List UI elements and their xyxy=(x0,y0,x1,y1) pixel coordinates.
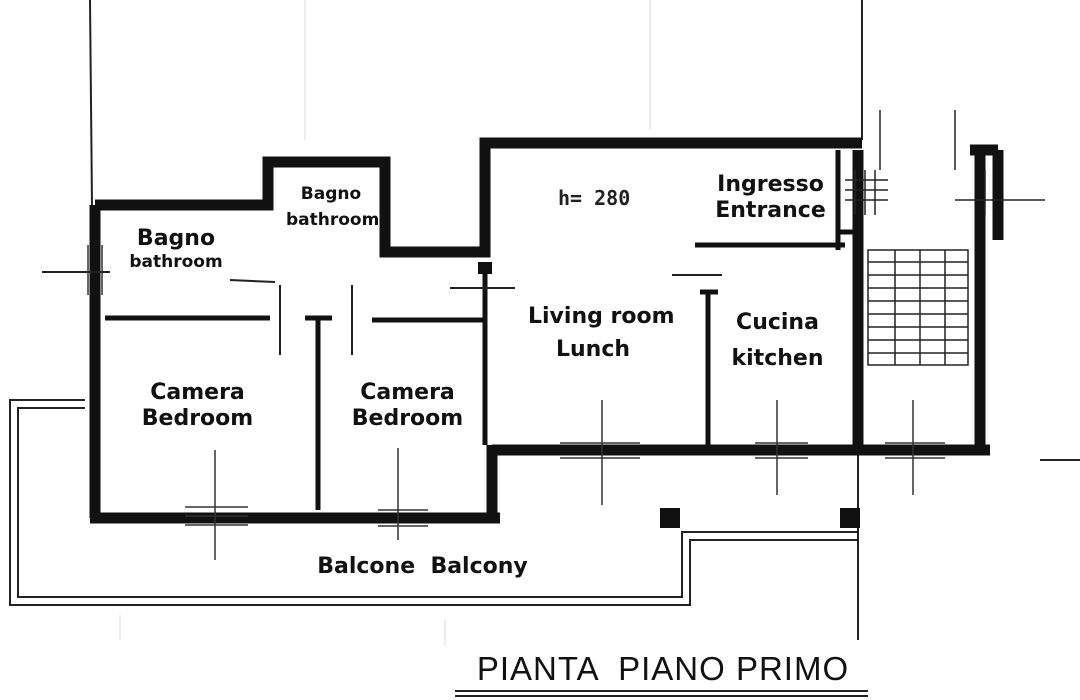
guide-lines xyxy=(119,0,651,645)
room-name-it: Camera xyxy=(360,380,455,405)
room-label-camera-mid: Camera Bedroom xyxy=(335,380,480,433)
room-label-camera-left: Camera Bedroom xyxy=(125,380,270,433)
room-label-ingresso: Ingresso Entrance xyxy=(708,172,833,225)
room-name-en: Living room xyxy=(528,304,675,329)
door-marks xyxy=(42,271,722,355)
room-name-en: Bedroom xyxy=(141,406,254,432)
room-name-it: Bagno xyxy=(300,184,362,204)
room-name-it: Bagno xyxy=(136,226,216,251)
room-name-it: Cucina xyxy=(736,310,819,335)
room-label-living: Living room Lunch xyxy=(528,304,683,364)
exterior-walls xyxy=(89,137,1004,524)
window-axes xyxy=(214,400,914,560)
room-label-bagno-left: Bagno bathroom xyxy=(112,226,240,273)
title-underline xyxy=(455,690,868,697)
balcony-name: Balcone Balcony xyxy=(317,554,528,579)
plan-title-wrap: PIANTA PIANO PRIMO xyxy=(458,650,868,688)
plan-title: PIANTA PIANO PRIMO xyxy=(476,650,850,687)
balcony-outline xyxy=(9,399,858,606)
entrance-detail xyxy=(845,110,1045,215)
room-label-balcone: Balcone Balcony xyxy=(300,554,545,580)
room-name-en-2: Lunch xyxy=(556,337,631,363)
room-name-en: kitchen xyxy=(731,346,824,372)
room-label-bagno-top: Bagno bathroom xyxy=(286,182,380,233)
room-name-en: Bedroom xyxy=(351,406,464,432)
interior-walls xyxy=(105,150,858,510)
room-name-it: Ingresso xyxy=(717,172,824,197)
room-name-en: Entrance xyxy=(715,198,826,224)
staircase xyxy=(867,249,969,366)
ceiling-height-mark: h= 280 xyxy=(558,186,631,210)
room-label-cucina: Cucina kitchen xyxy=(720,310,835,373)
site-lines xyxy=(89,0,1080,640)
pillars xyxy=(478,262,860,528)
room-name-it: Camera xyxy=(150,380,245,405)
windows xyxy=(87,245,945,527)
room-name-en: bathroom xyxy=(286,210,380,231)
room-name-en: bathroom xyxy=(129,252,223,273)
